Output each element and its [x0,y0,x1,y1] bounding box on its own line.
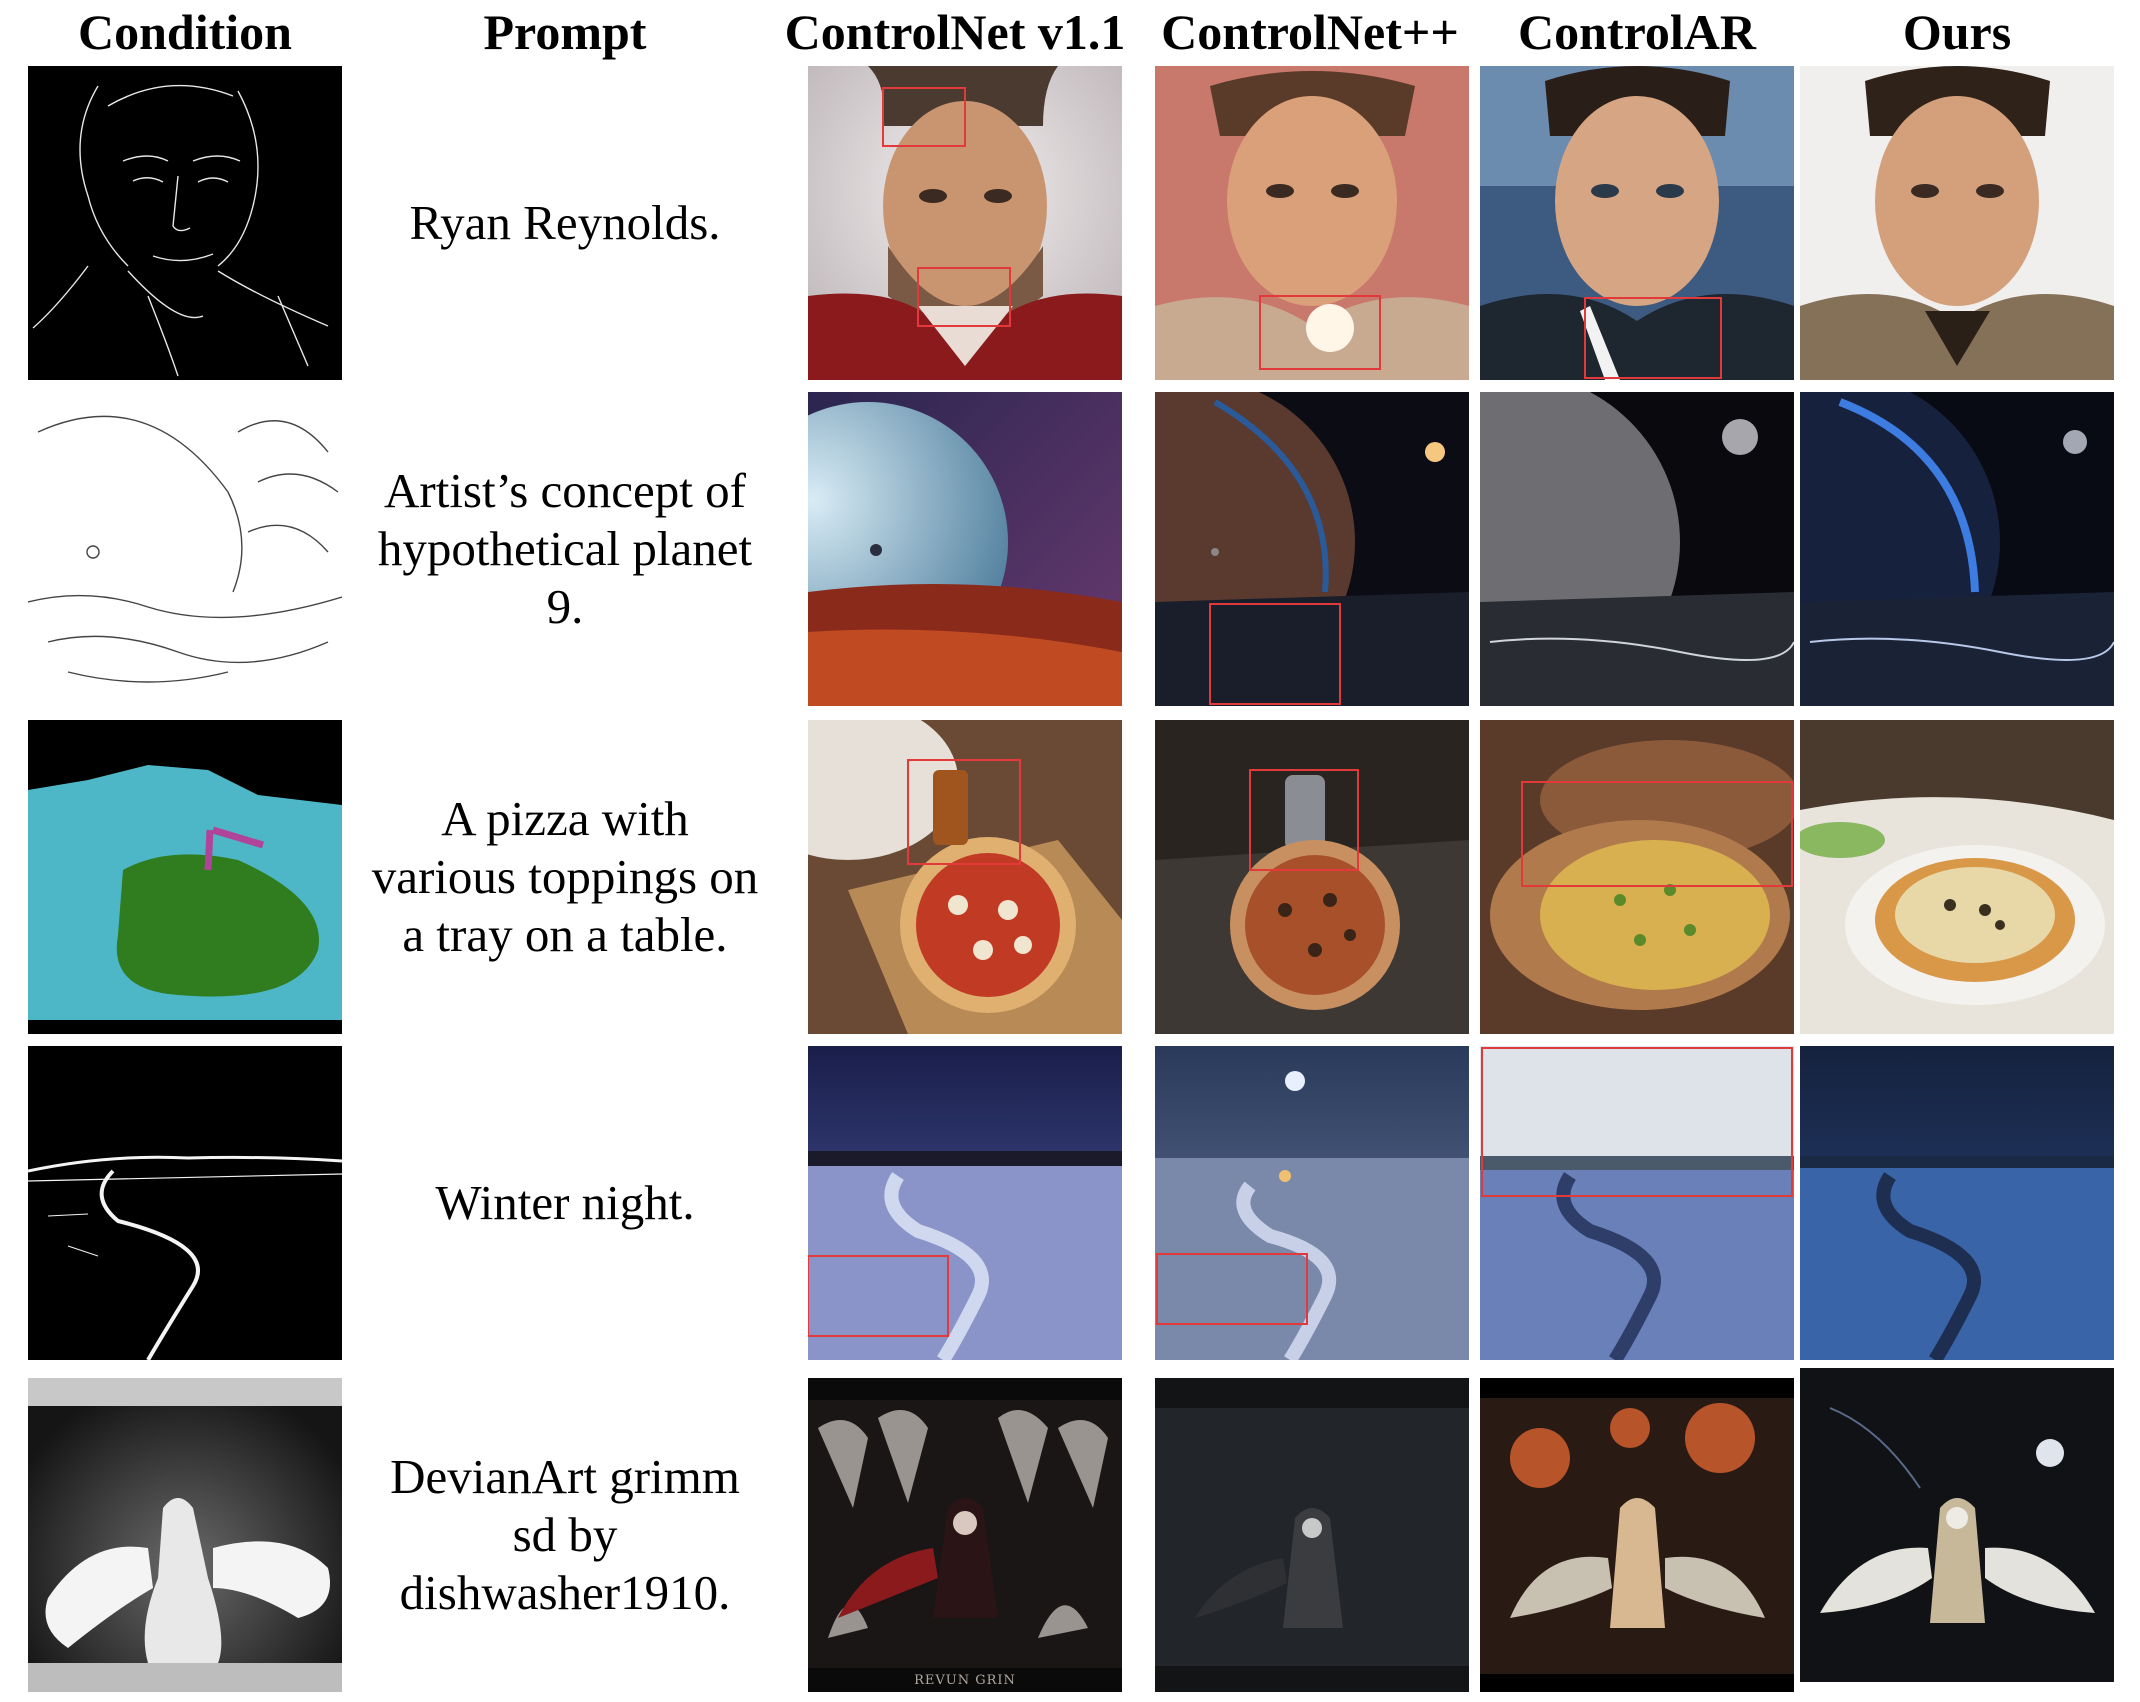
prompt-line: Ryan Reynolds. [409,195,721,251]
prompt-line: Winter night. [435,1175,695,1231]
prompt-row-5: DevianArt grimm sd by dishwasher1910. [350,1378,780,1692]
ours-grimm [1800,1368,2114,1682]
prompt-line: various toppings on [371,849,759,905]
ours-pizza [1800,720,2114,1034]
controlar-portrait [1480,66,1794,380]
condition-depth-grimm [28,1378,342,1692]
condition-sketch-planet [28,392,342,706]
controlnet-portrait [808,66,1122,380]
controlar-pizza [1480,720,1794,1034]
header-prompt: Prompt [483,4,647,60]
controlnet-grimm: REVUN GRIN [808,1378,1122,1692]
prompt-line: sd by [512,1507,618,1563]
controlnetpp-grimm [1155,1378,1469,1692]
condition-edge-winter [28,1046,342,1360]
ours-portrait [1800,66,2114,380]
prompt-line: A pizza with [441,791,689,847]
condition-edge-portrait [28,66,342,380]
prompt-row-3: A pizza with various toppings on a tray … [350,720,780,1034]
controlnetpp-winter [1155,1046,1469,1360]
controlnetpp-planet [1155,392,1469,706]
prompt-row-2: Artist’s concept of hypothetical planet … [350,392,780,706]
grimm-watermark: REVUN GRIN [914,1673,1016,1688]
header-ours: Ours [1902,4,2012,60]
controlar-grimm [1480,1378,1794,1692]
controlar-planet [1480,392,1794,706]
controlnet-planet [808,392,1122,706]
prompt-row-4: Winter night. [350,1046,780,1360]
prompt-line: a tray on a table. [402,906,728,962]
header-controlnetpp: ControlNet++ [1161,4,1459,60]
prompt-line: hypothetical planet [377,521,753,577]
header-condition: Condition [78,4,292,60]
prompt-line: dishwasher1910. [399,1564,731,1620]
controlnetpp-portrait [1155,66,1469,380]
prompt-row-1: Ryan Reynolds. [350,66,780,380]
controlnetpp-pizza [1155,720,1469,1034]
condition-segmentation-pizza [28,720,342,1034]
header-controlnet: ControlNet v1.1 [784,4,1126,60]
controlnet-winter [808,1046,1122,1360]
header-controlar: ControlAR [1518,4,1756,60]
prompt-line: Artist’s concept of [384,463,746,519]
controlar-winter [1480,1046,1794,1360]
prompt-line: 9. [546,578,584,634]
ours-planet [1800,392,2114,706]
prompt-line: DevianArt grimm [390,1449,740,1505]
controlnet-pizza [808,720,1122,1034]
ours-winter [1800,1046,2114,1360]
